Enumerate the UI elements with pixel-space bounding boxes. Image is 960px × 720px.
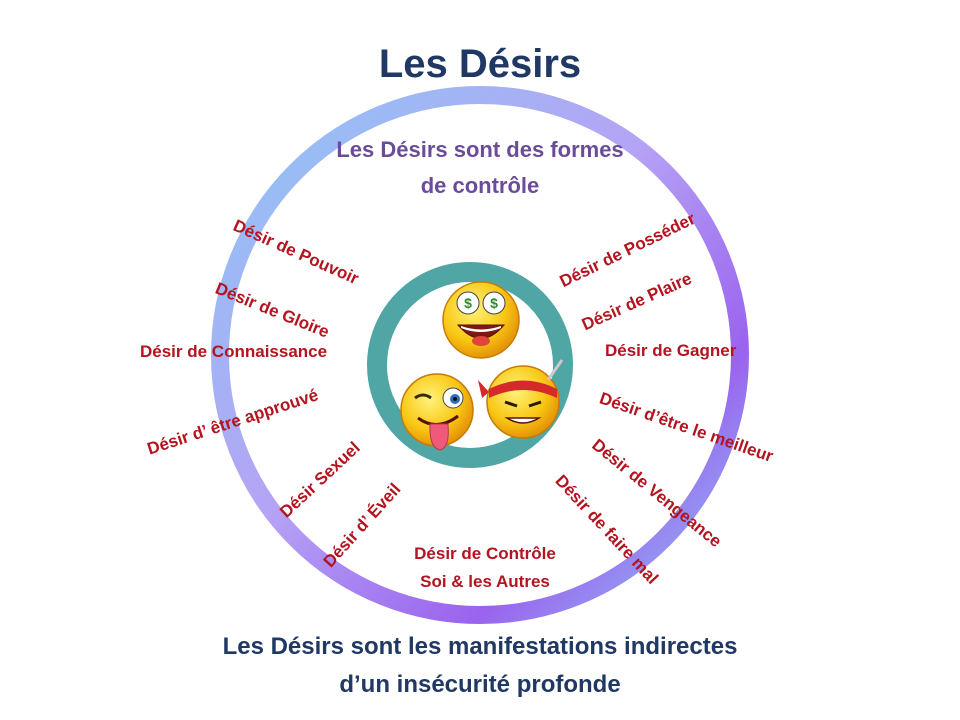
angry-ninja-smiley-icon (478, 359, 564, 439)
footer-line-2: d’un insécurité profonde (339, 671, 621, 698)
money-eyes-smiley-icon: $ $ (442, 281, 520, 359)
svg-text:$: $ (490, 295, 498, 311)
svg-text:$: $ (464, 295, 472, 311)
subtitle: Les Désirs sont des formes de contrôle (280, 132, 680, 204)
winking-tongue-smiley-icon (400, 373, 474, 451)
desire-gagner: Désir de Gagner (605, 341, 737, 360)
desire-controle: Désir de Contrôle Soi & les Autres (380, 540, 590, 596)
subtitle-line-1: Les Désirs sont des formes (336, 137, 624, 162)
desire-controle-line-2: Soi & les Autres (420, 572, 550, 591)
page-title: Les Désirs (378, 42, 582, 86)
desire-connaissance: Désir de Connaissance (140, 342, 328, 361)
footer-text: Les Désirs sont les manifestations indir… (80, 628, 880, 704)
subtitle-line-2: de contrôle (420, 173, 540, 198)
desire-controle-line-1: Désir de Contrôle (414, 544, 556, 563)
outer-ring (211, 86, 749, 624)
footer-line-1: Les Désirs sont les manifestations indir… (222, 633, 738, 660)
